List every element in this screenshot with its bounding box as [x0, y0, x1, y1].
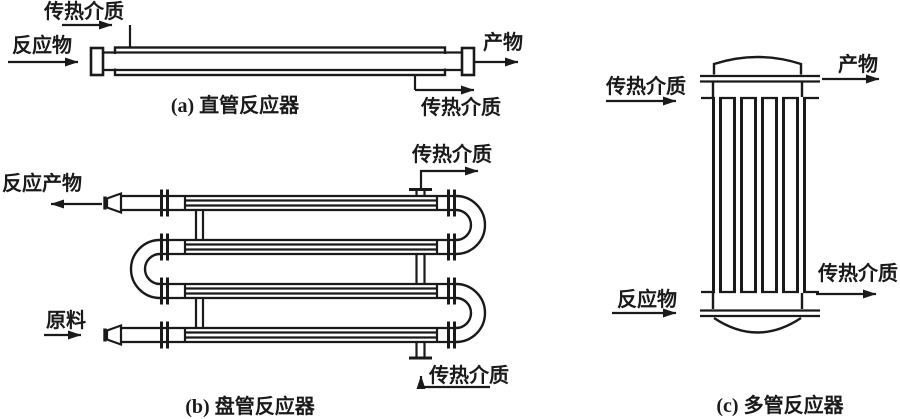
a-right-flange	[460, 46, 476, 77]
b-product-label: 反应产物	[2, 171, 82, 195]
c-caption: (c) 多管反应器	[716, 393, 844, 417]
c-tube-bundle	[712, 98, 806, 291]
b-ubend-right-t1-t2-outer	[455, 194, 487, 256]
c-top-dome	[712, 55, 803, 75]
a-caption: (a) 直管反应器	[171, 93, 300, 117]
coil-tube-reactor: 反应产物 原料	[2, 142, 509, 418]
multi-tube-reactor: 传热介质 产物 反应物 传热介质 (c) 多管反应器	[605, 52, 898, 417]
b-ubend-left-t2-t3-outer	[129, 238, 161, 300]
straight-tube-reactor: 传热介质 反应物 产物 传热介质 (a) 直管反应器	[8, 0, 523, 119]
a-reactant-label: 反应物	[12, 33, 72, 57]
c-heat-in-label: 传热介质	[605, 74, 686, 98]
b-outlet-nozzle-cone	[105, 191, 123, 215]
c-product-label: 产物	[838, 52, 878, 76]
a-left-flange	[89, 46, 105, 77]
c-bottom-dome	[713, 317, 802, 334]
b-ubend-left-t2-t3-inner	[143, 252, 161, 286]
b-inlet-nozzle-cone	[105, 323, 123, 347]
b-ubend-right-t3-t4-inner	[455, 296, 473, 330]
a-product-label: 产物	[483, 30, 523, 54]
b-caption: (b) 盘管反应器	[185, 394, 315, 418]
a-heat-in-label: 传热介质	[43, 0, 124, 23]
b-heat-in-label: 传热介质	[428, 363, 509, 387]
c-reactant-label: 反应物	[617, 287, 677, 311]
b-heat-out-label: 传热介质	[411, 142, 492, 166]
a-inner-tube	[104, 54, 461, 69]
b-ubend-right-t3-t4-outer	[455, 282, 487, 344]
b-ubend-right-t1-t2-inner	[455, 208, 473, 242]
c-heat-out-label: 传热介质	[817, 261, 898, 285]
b-heat-out-arrow	[419, 166, 479, 189]
b-feed-label: 原料	[46, 309, 86, 332]
a-heat-out-label: 传热介质	[420, 95, 501, 119]
